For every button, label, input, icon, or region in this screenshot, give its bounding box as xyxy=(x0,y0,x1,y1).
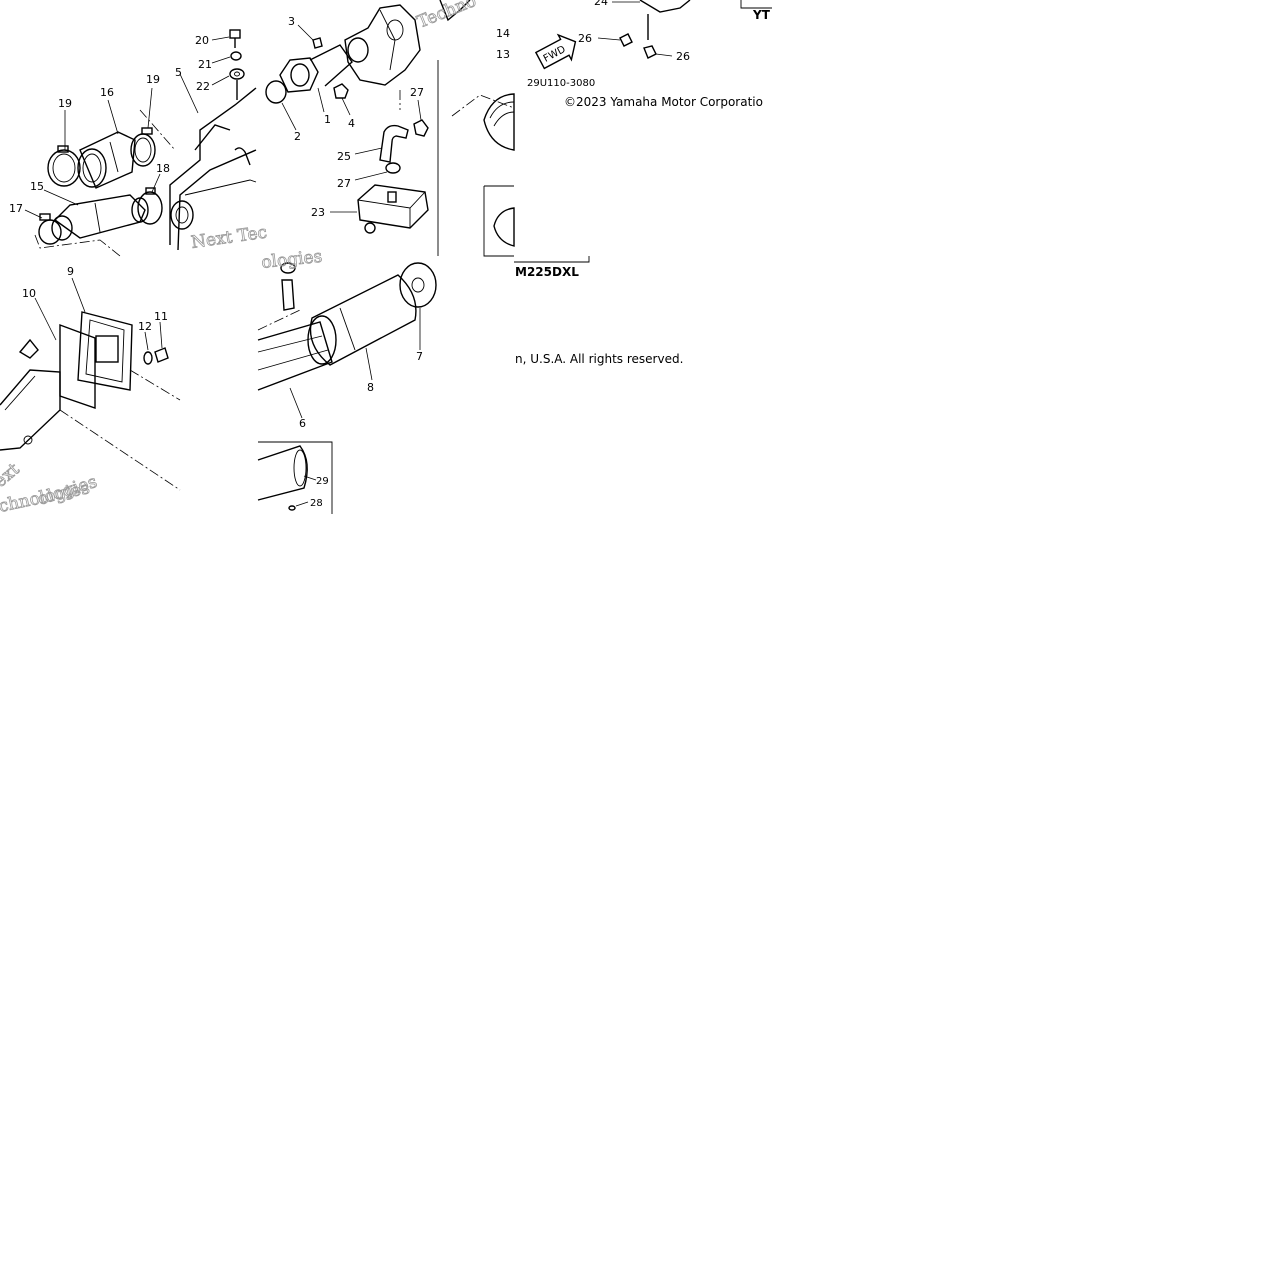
tile-joint-tank xyxy=(265,4,439,256)
model-code: M225DXL xyxy=(515,265,579,279)
clip-27-upper xyxy=(413,99,429,137)
fwd-arrow: FWD xyxy=(534,33,577,70)
callout-6: 6 xyxy=(299,417,306,430)
callout-5: 5 xyxy=(175,66,182,79)
callout-21: 21 xyxy=(198,58,212,71)
callout-8: 8 xyxy=(367,381,374,394)
callout-27-upper: 27 xyxy=(410,86,424,99)
hose-16 xyxy=(77,99,136,189)
callout-22: 22 xyxy=(196,80,210,93)
callout-19-right: 19 xyxy=(146,73,160,86)
callout-26-right: 26 xyxy=(676,50,690,63)
grommet-22 xyxy=(211,68,245,100)
callout-14: 14 xyxy=(496,27,510,40)
watermark-3: ologies xyxy=(260,247,323,273)
callout-20: 20 xyxy=(195,34,209,47)
callout-25: 25 xyxy=(337,150,351,163)
callout-29: 29 xyxy=(316,476,329,487)
watermark-6: ologies xyxy=(35,472,99,510)
watermark-1: Techno xyxy=(414,0,479,33)
callout-13: 13 xyxy=(496,48,510,61)
clamp-19-left xyxy=(47,110,81,187)
callout-1: 1 xyxy=(324,113,331,126)
element-case-8 xyxy=(307,274,417,381)
nut-4 xyxy=(333,83,351,116)
watermarks: Techno Next Tec ologies ext chnologies o… xyxy=(0,0,480,517)
callout-7: 7 xyxy=(416,350,423,363)
callout-12: 12 xyxy=(138,320,152,333)
callout-3: 3 xyxy=(288,15,295,28)
callout-19-left: 19 xyxy=(58,97,72,110)
watermark-2: Next Tec xyxy=(190,223,268,253)
cap-7 xyxy=(399,262,437,350)
callout-11: 11 xyxy=(154,310,168,323)
callout-16: 16 xyxy=(100,86,114,99)
screw-26-right xyxy=(643,45,673,59)
bolt-20 xyxy=(211,29,241,48)
callout-10: 10 xyxy=(22,287,36,300)
copyright-line1: ©2023 Yamaha Motor Corporatio xyxy=(564,95,763,109)
tile-hoses-clamps xyxy=(24,29,257,257)
tile-element xyxy=(257,262,437,514)
callout-9: 9 xyxy=(67,265,74,278)
watermark-4: ext xyxy=(0,459,24,491)
callout-15: 15 xyxy=(30,180,44,193)
screw-26-left xyxy=(597,33,633,47)
copyright-line2: n, U.S.A. All rights reserved. xyxy=(515,352,683,366)
diagram-code: 29U110-3080 xyxy=(527,78,595,89)
clamp-17 xyxy=(24,209,62,245)
carburetor xyxy=(344,4,421,86)
carb-joint-1 xyxy=(279,44,353,113)
callout-23: 23 xyxy=(311,206,325,219)
air-case-5 xyxy=(169,73,257,251)
washer-21 xyxy=(211,51,242,64)
callout-2: 2 xyxy=(294,130,301,143)
washer-12 xyxy=(143,331,153,365)
callout-27-lower: 27 xyxy=(337,177,351,190)
callout-17: 17 xyxy=(9,202,23,215)
callout-24: 24 xyxy=(594,0,608,8)
screw-3 xyxy=(297,24,323,49)
tile-bracket: FWD YT 29U110-3080 ©2023 Yamaha Motor Co… xyxy=(439,0,772,109)
clamp-19-right xyxy=(130,87,156,167)
hose-15 xyxy=(43,189,149,241)
hose-25 xyxy=(354,124,409,163)
element-ring-detail xyxy=(483,93,515,151)
drain-tank-23 xyxy=(330,184,429,234)
callout-labels: 20 21 22 5 19 16 19 15 18 17 3 1 2 4 27 … xyxy=(9,0,690,509)
tile-cover xyxy=(0,277,181,491)
callout-26-left: 26 xyxy=(578,32,592,45)
callout-18: 18 xyxy=(156,162,170,175)
tile-element-detail: M225DXL n, U.S.A. All rights reserved. xyxy=(451,93,683,366)
clip-27-lower xyxy=(354,162,401,181)
gasket-10 xyxy=(34,297,96,409)
element-6 xyxy=(257,321,333,419)
bracket-24 xyxy=(612,0,691,40)
o-ring-2 xyxy=(265,80,297,131)
cover-9 xyxy=(71,277,133,391)
model-code-fragment: YT xyxy=(752,8,771,22)
callout-4: 4 xyxy=(348,117,355,130)
screw-11 xyxy=(154,321,169,363)
inset-filter-box xyxy=(257,441,333,514)
clamp-18 xyxy=(137,173,163,225)
nipple-24 xyxy=(280,262,296,311)
callout-28: 28 xyxy=(310,498,323,509)
